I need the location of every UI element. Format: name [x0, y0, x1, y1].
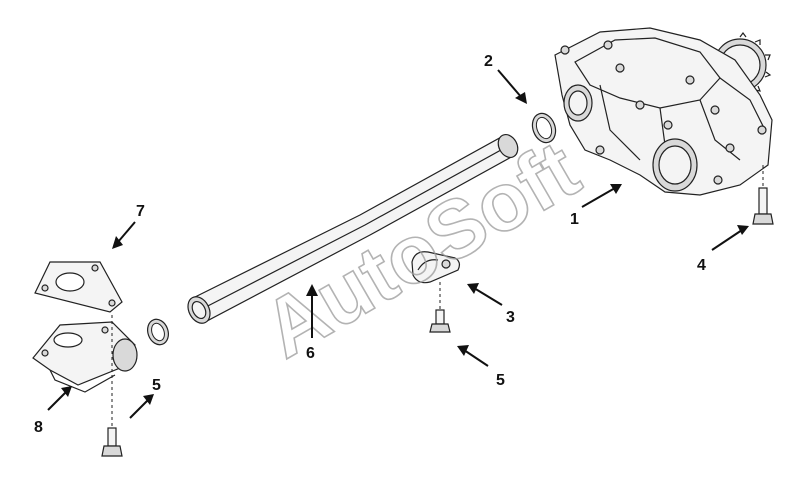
callout-label-8: 8	[34, 419, 43, 436]
o-ring-upper	[531, 112, 557, 144]
callout-label-7: 7	[136, 203, 145, 220]
callout-label-5-bracket: 5	[496, 372, 505, 389]
callout-label-1: 1	[570, 211, 579, 228]
o-ring-lower	[147, 318, 169, 346]
callout-label-5-flange: 5	[152, 377, 161, 394]
callout-label-2: 2	[484, 53, 493, 70]
flange-adapter	[32, 321, 138, 393]
suction-tube	[187, 133, 519, 324]
oil-pump-housing	[554, 27, 773, 196]
tube-bracket	[411, 251, 461, 284]
bracket-bolt	[429, 282, 451, 333]
flange-bolt	[101, 315, 123, 457]
callout-label-4: 4	[697, 257, 706, 274]
callout-label-6: 6	[306, 345, 315, 362]
callout-arrows	[47, 69, 749, 419]
housing-bolt	[752, 165, 774, 225]
callout-label-3: 3	[506, 309, 515, 326]
gasket	[34, 261, 123, 313]
